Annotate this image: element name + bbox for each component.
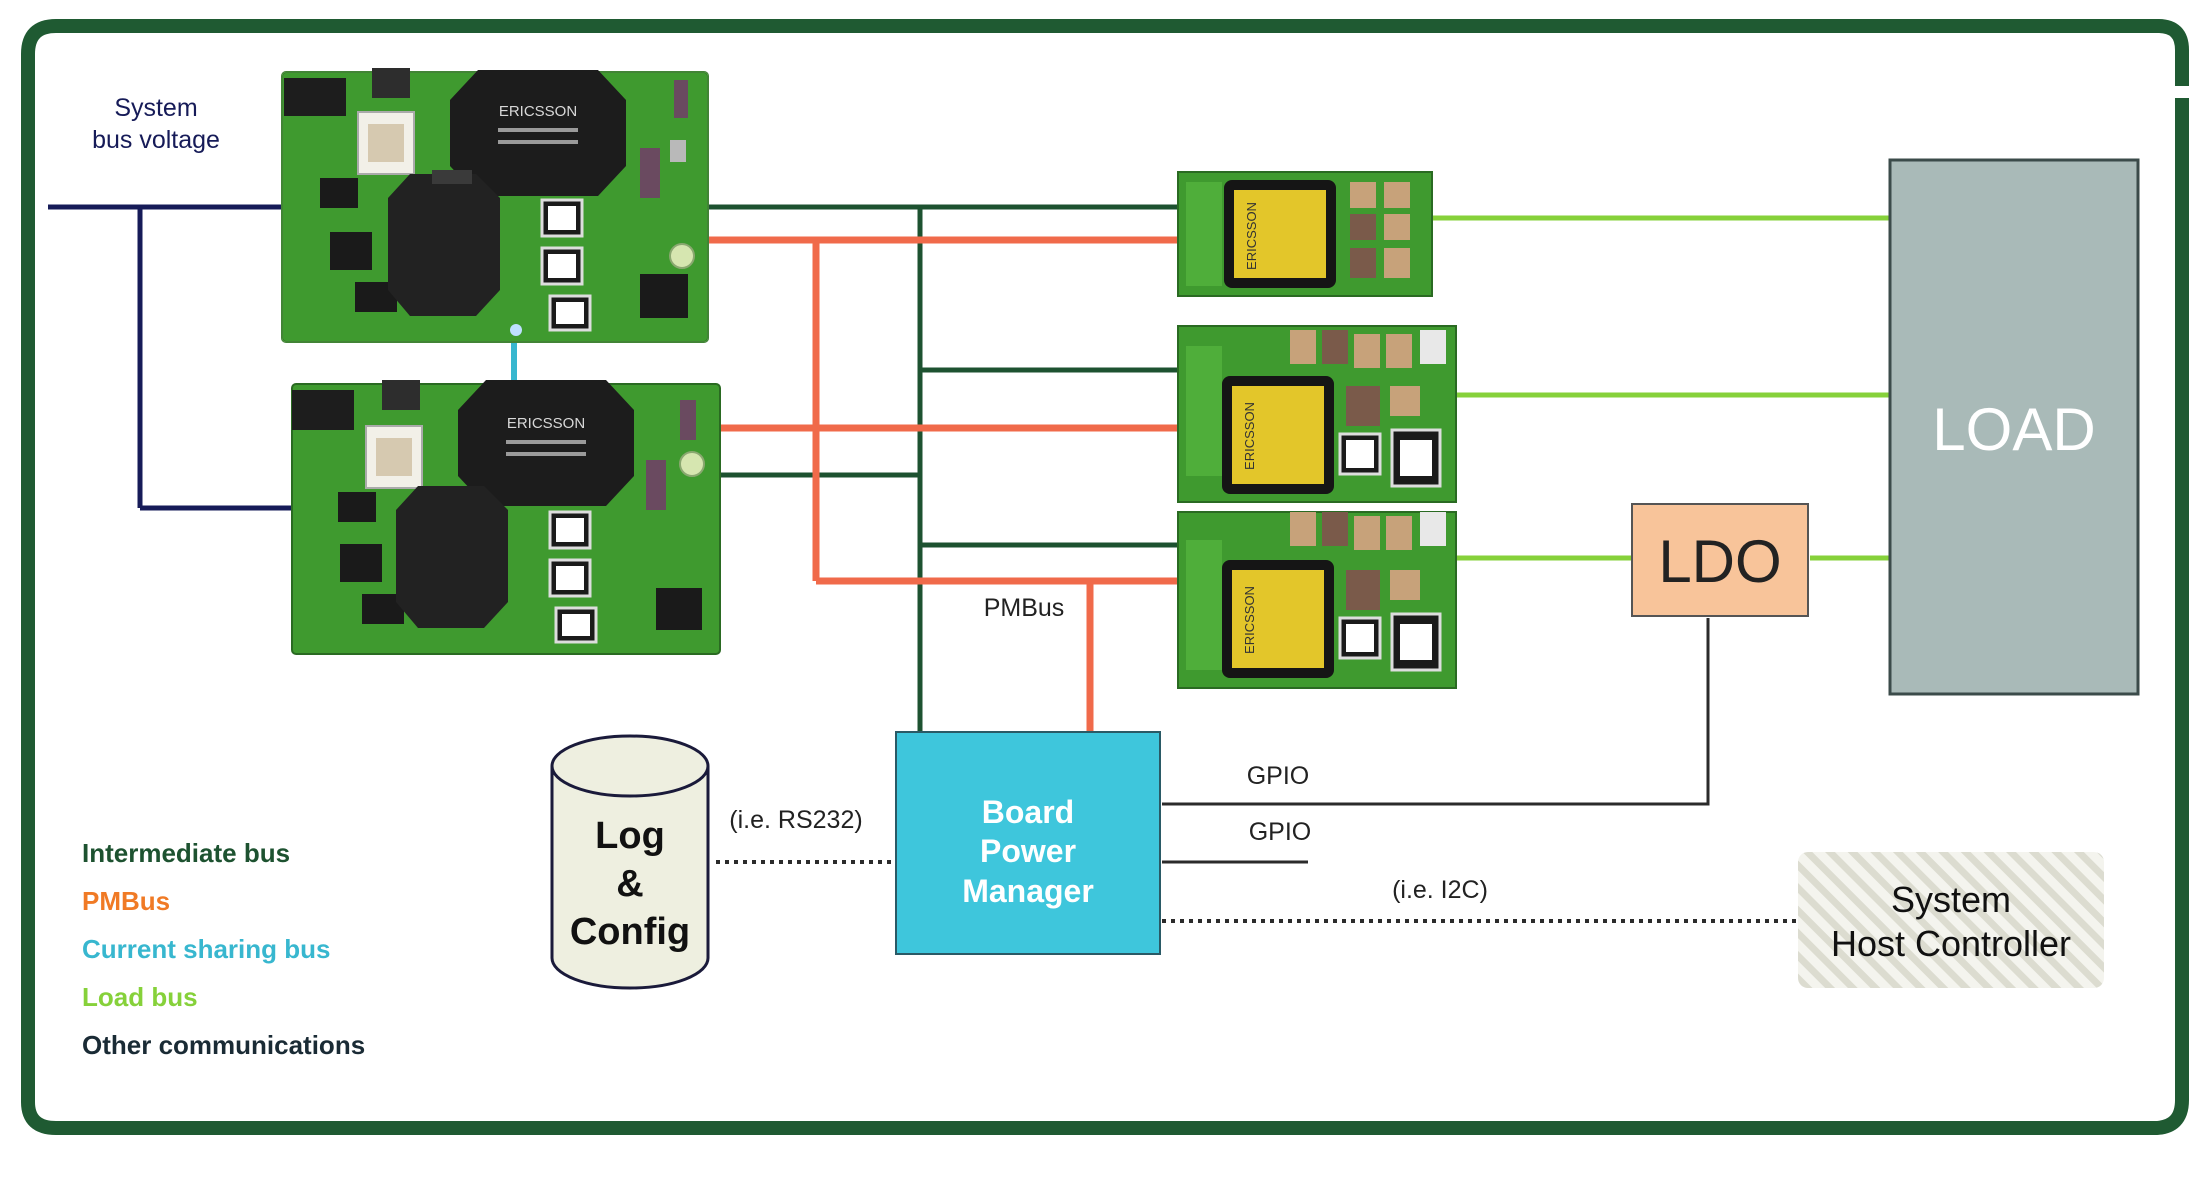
pmbus-wire-label: PMBus [984,594,1065,622]
load-label: LOAD [1932,396,2095,463]
host-label-line2: Host Controller [1831,923,2071,964]
gpio-label-bottom: GPIO [1249,818,1312,846]
outer-frame [21,19,2189,1135]
legend-item-pmbus: PMBus [82,886,170,916]
module-brand-label: ERICSSON [507,415,585,432]
module-brand-label: ERICSSON [1242,586,1257,654]
ldo-box: LDO [1631,503,1809,617]
log-label-line2: & [616,863,643,905]
system-bus-label-line1: System [114,94,197,122]
module-brand-label: ERICSSON [1242,402,1257,470]
module-brand-label: ERICSSON [1244,202,1259,270]
host-label-line1: System [1891,879,2011,920]
log-label-line3: Config [570,911,690,953]
other-comm-wires [716,618,1798,923]
rs232-label: (i.e. RS232) [729,806,862,834]
legend-item-load-bus: Load bus [82,982,198,1012]
system-bus-wires [48,204,292,511]
gpio-label-top: GPIO [1247,762,1310,790]
system-bus-label-line2: bus voltage [92,126,220,154]
system-host-controller-box: System Host Controller [1798,852,2104,988]
pol-module-1: ERICSSON [1177,171,1433,297]
ldo-label: LDO [1658,528,1781,595]
pol-module-3: ERICSSON [1177,511,1457,689]
manager-label-line3: Manager [962,873,1094,909]
legend-item-intermediate-bus: Intermediate bus [82,838,290,868]
legend: Intermediate bus PMBus Current sharing b… [82,838,365,1060]
power-module-top: ERICSSON [281,68,709,343]
log-config-cylinder: Log & Config [550,734,710,990]
pol-module-2: ERICSSON [1177,325,1457,503]
power-module-bottom: ERICSSON [291,380,721,655]
i2c-label: (i.e. I2C) [1392,876,1488,904]
pmbus-wires [706,236,1178,732]
manager-label-line1: Board [982,794,1074,830]
legend-item-current-sharing-bus: Current sharing bus [82,934,330,964]
intermediate-bus-wires [706,204,1178,732]
board-power-manager-box: Board Power Manager [895,731,1161,955]
load-bus-wires [1432,215,1890,561]
load-box: LOAD [1888,158,2140,696]
log-label-line1: Log [595,815,665,857]
module-brand-label: ERICSSON [499,103,577,120]
legend-item-other-communications: Other communications [82,1030,365,1060]
manager-label-line2: Power [980,833,1076,869]
